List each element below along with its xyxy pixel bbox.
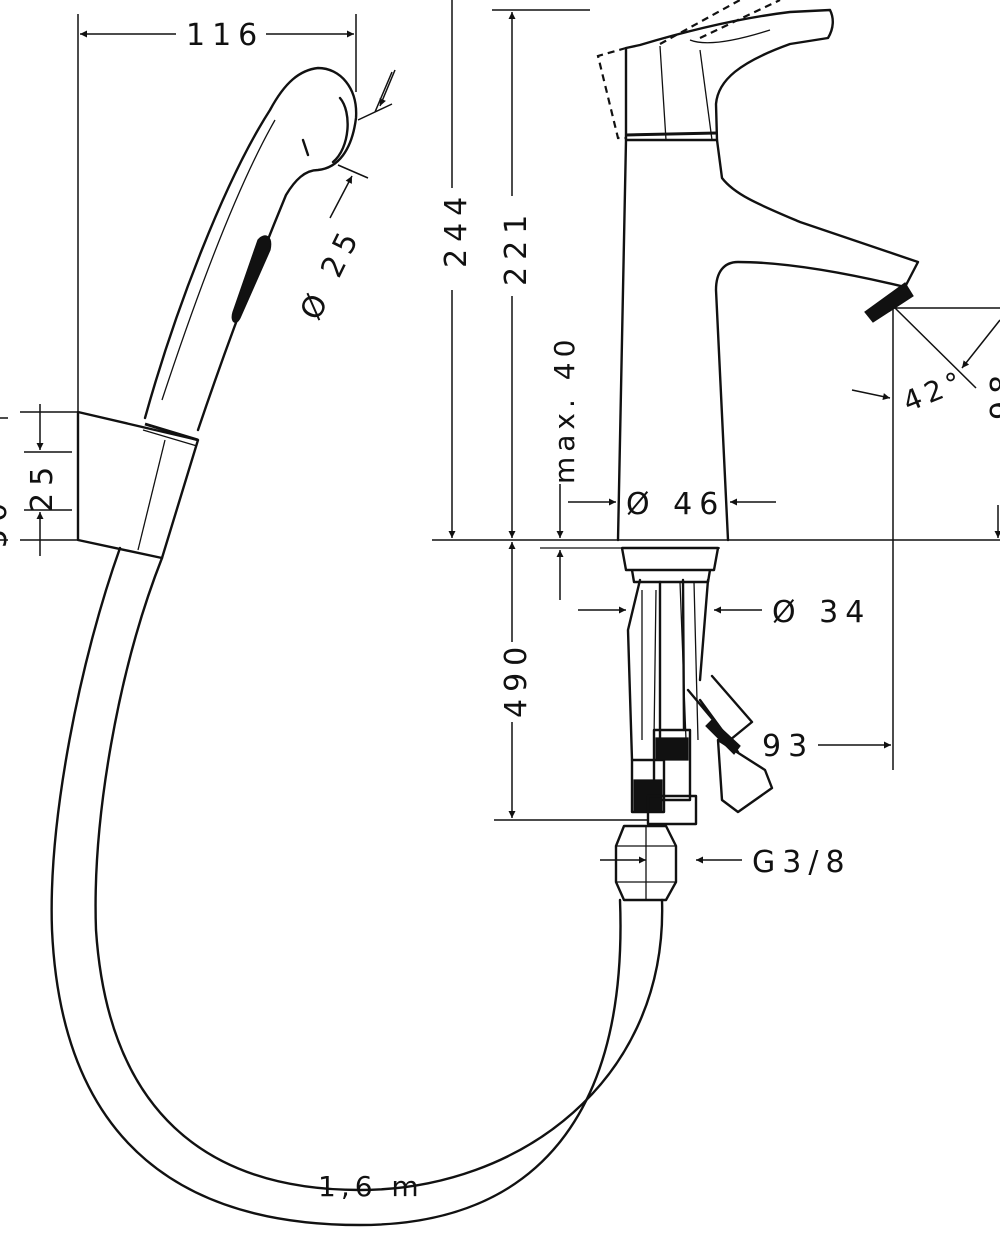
dim-spray-diameter bbox=[329, 69, 396, 219]
label-1-6m: 1,6 m bbox=[318, 1170, 424, 1203]
label-shank-diameter: Ø 34 bbox=[772, 595, 871, 630]
hose-connector bbox=[614, 824, 678, 902]
label-max-40: max. 40 bbox=[548, 335, 581, 484]
shower-hose bbox=[50, 546, 664, 1227]
dim-supply-hose bbox=[494, 542, 648, 821]
label-holder-50: 50 bbox=[0, 496, 14, 548]
label-spray-diameter: Ø 25 bbox=[294, 221, 369, 326]
label-42-degrees: 42° bbox=[898, 364, 970, 419]
dim-spout-height bbox=[492, 9, 590, 538]
dim-spout-reach bbox=[818, 307, 1000, 770]
label-244: 244 bbox=[439, 190, 474, 268]
basin-mixer bbox=[596, 0, 920, 826]
dim-hand-shower-width bbox=[77, 14, 357, 412]
shower-button bbox=[231, 235, 272, 323]
dim-spout-angle bbox=[851, 307, 1000, 538]
aerator bbox=[864, 282, 914, 323]
label-221: 221 bbox=[499, 208, 534, 286]
mixer-body bbox=[616, 138, 920, 542]
label-98: 98 bbox=[985, 368, 1000, 420]
label-holder-25: 25 bbox=[25, 460, 60, 512]
label-116: 116 bbox=[186, 18, 264, 53]
label-93: 93 bbox=[762, 729, 814, 764]
mixer-lever bbox=[624, 8, 834, 142]
label-body-diameter: Ø 46 bbox=[626, 487, 725, 522]
label-490: 490 bbox=[499, 640, 534, 718]
dim-holder bbox=[0, 404, 78, 556]
hand-shower bbox=[142, 66, 358, 447]
lever-open-position bbox=[596, 0, 781, 140]
label-g38: G3/8 bbox=[752, 845, 852, 880]
